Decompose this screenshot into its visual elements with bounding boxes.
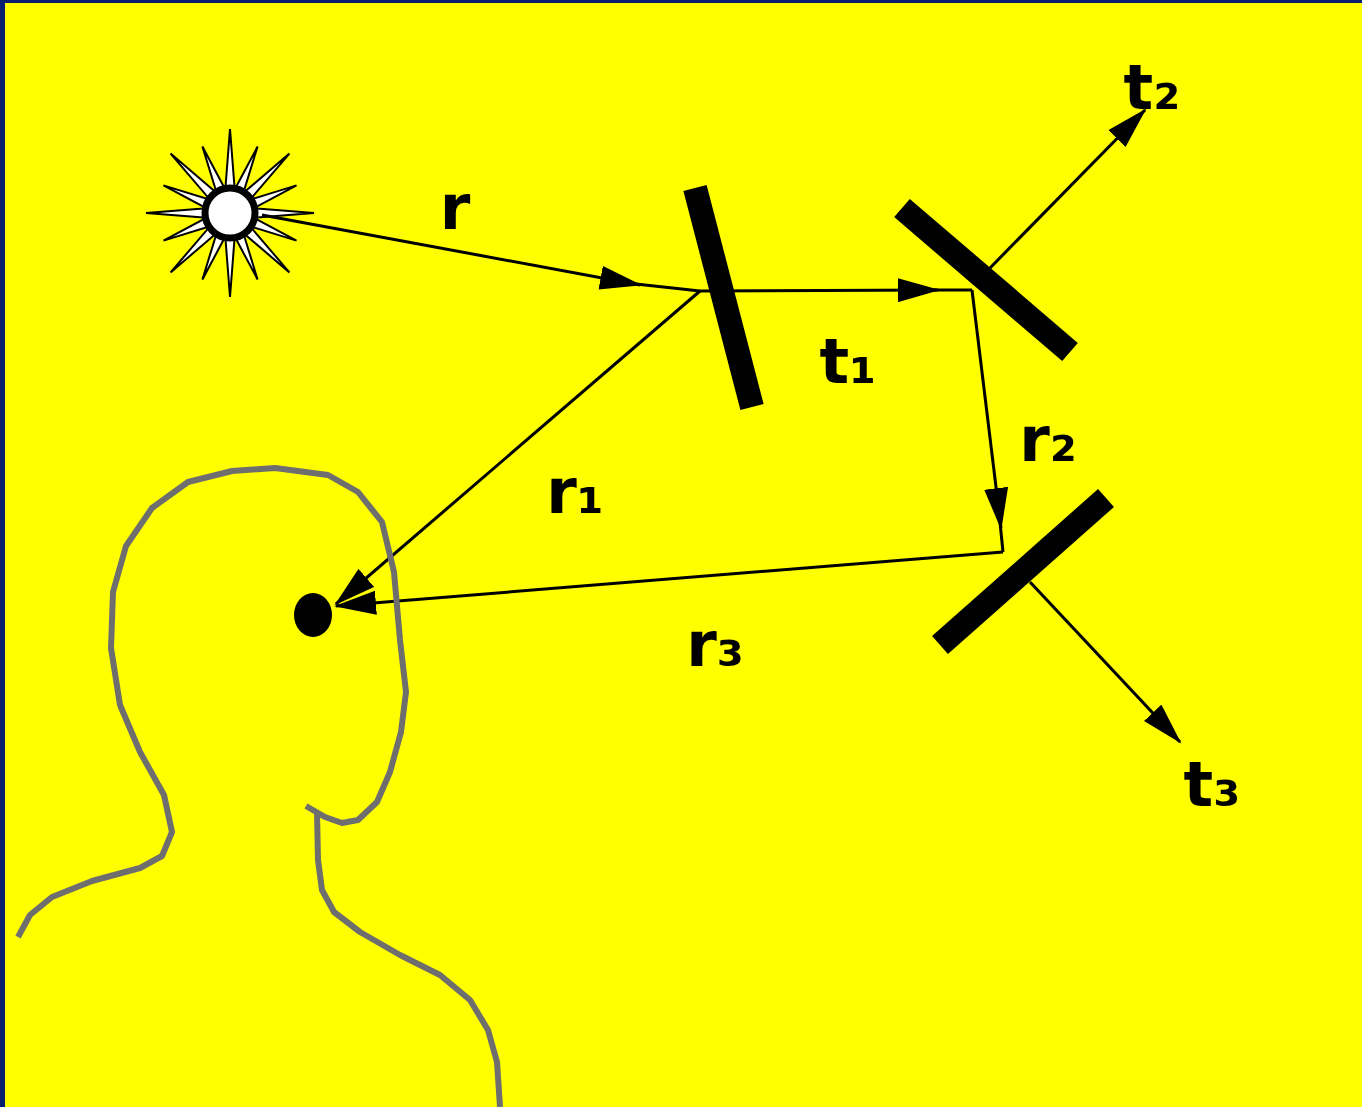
sun-rays xyxy=(146,129,314,297)
light-source xyxy=(146,129,314,297)
ray-label: t₁ xyxy=(820,331,877,393)
plates xyxy=(695,188,1106,645)
ray-label: r₁ xyxy=(546,461,604,523)
person-outline xyxy=(18,468,500,1107)
ray-label: r₃ xyxy=(686,614,744,676)
ray-label: t₂ xyxy=(1124,57,1181,119)
eye xyxy=(294,593,332,637)
ray-label: r xyxy=(440,177,471,239)
ray-label: r₂ xyxy=(1019,409,1077,471)
ray-label: t₃ xyxy=(1184,754,1241,816)
background xyxy=(5,3,1362,1107)
sun-disc xyxy=(205,188,255,238)
